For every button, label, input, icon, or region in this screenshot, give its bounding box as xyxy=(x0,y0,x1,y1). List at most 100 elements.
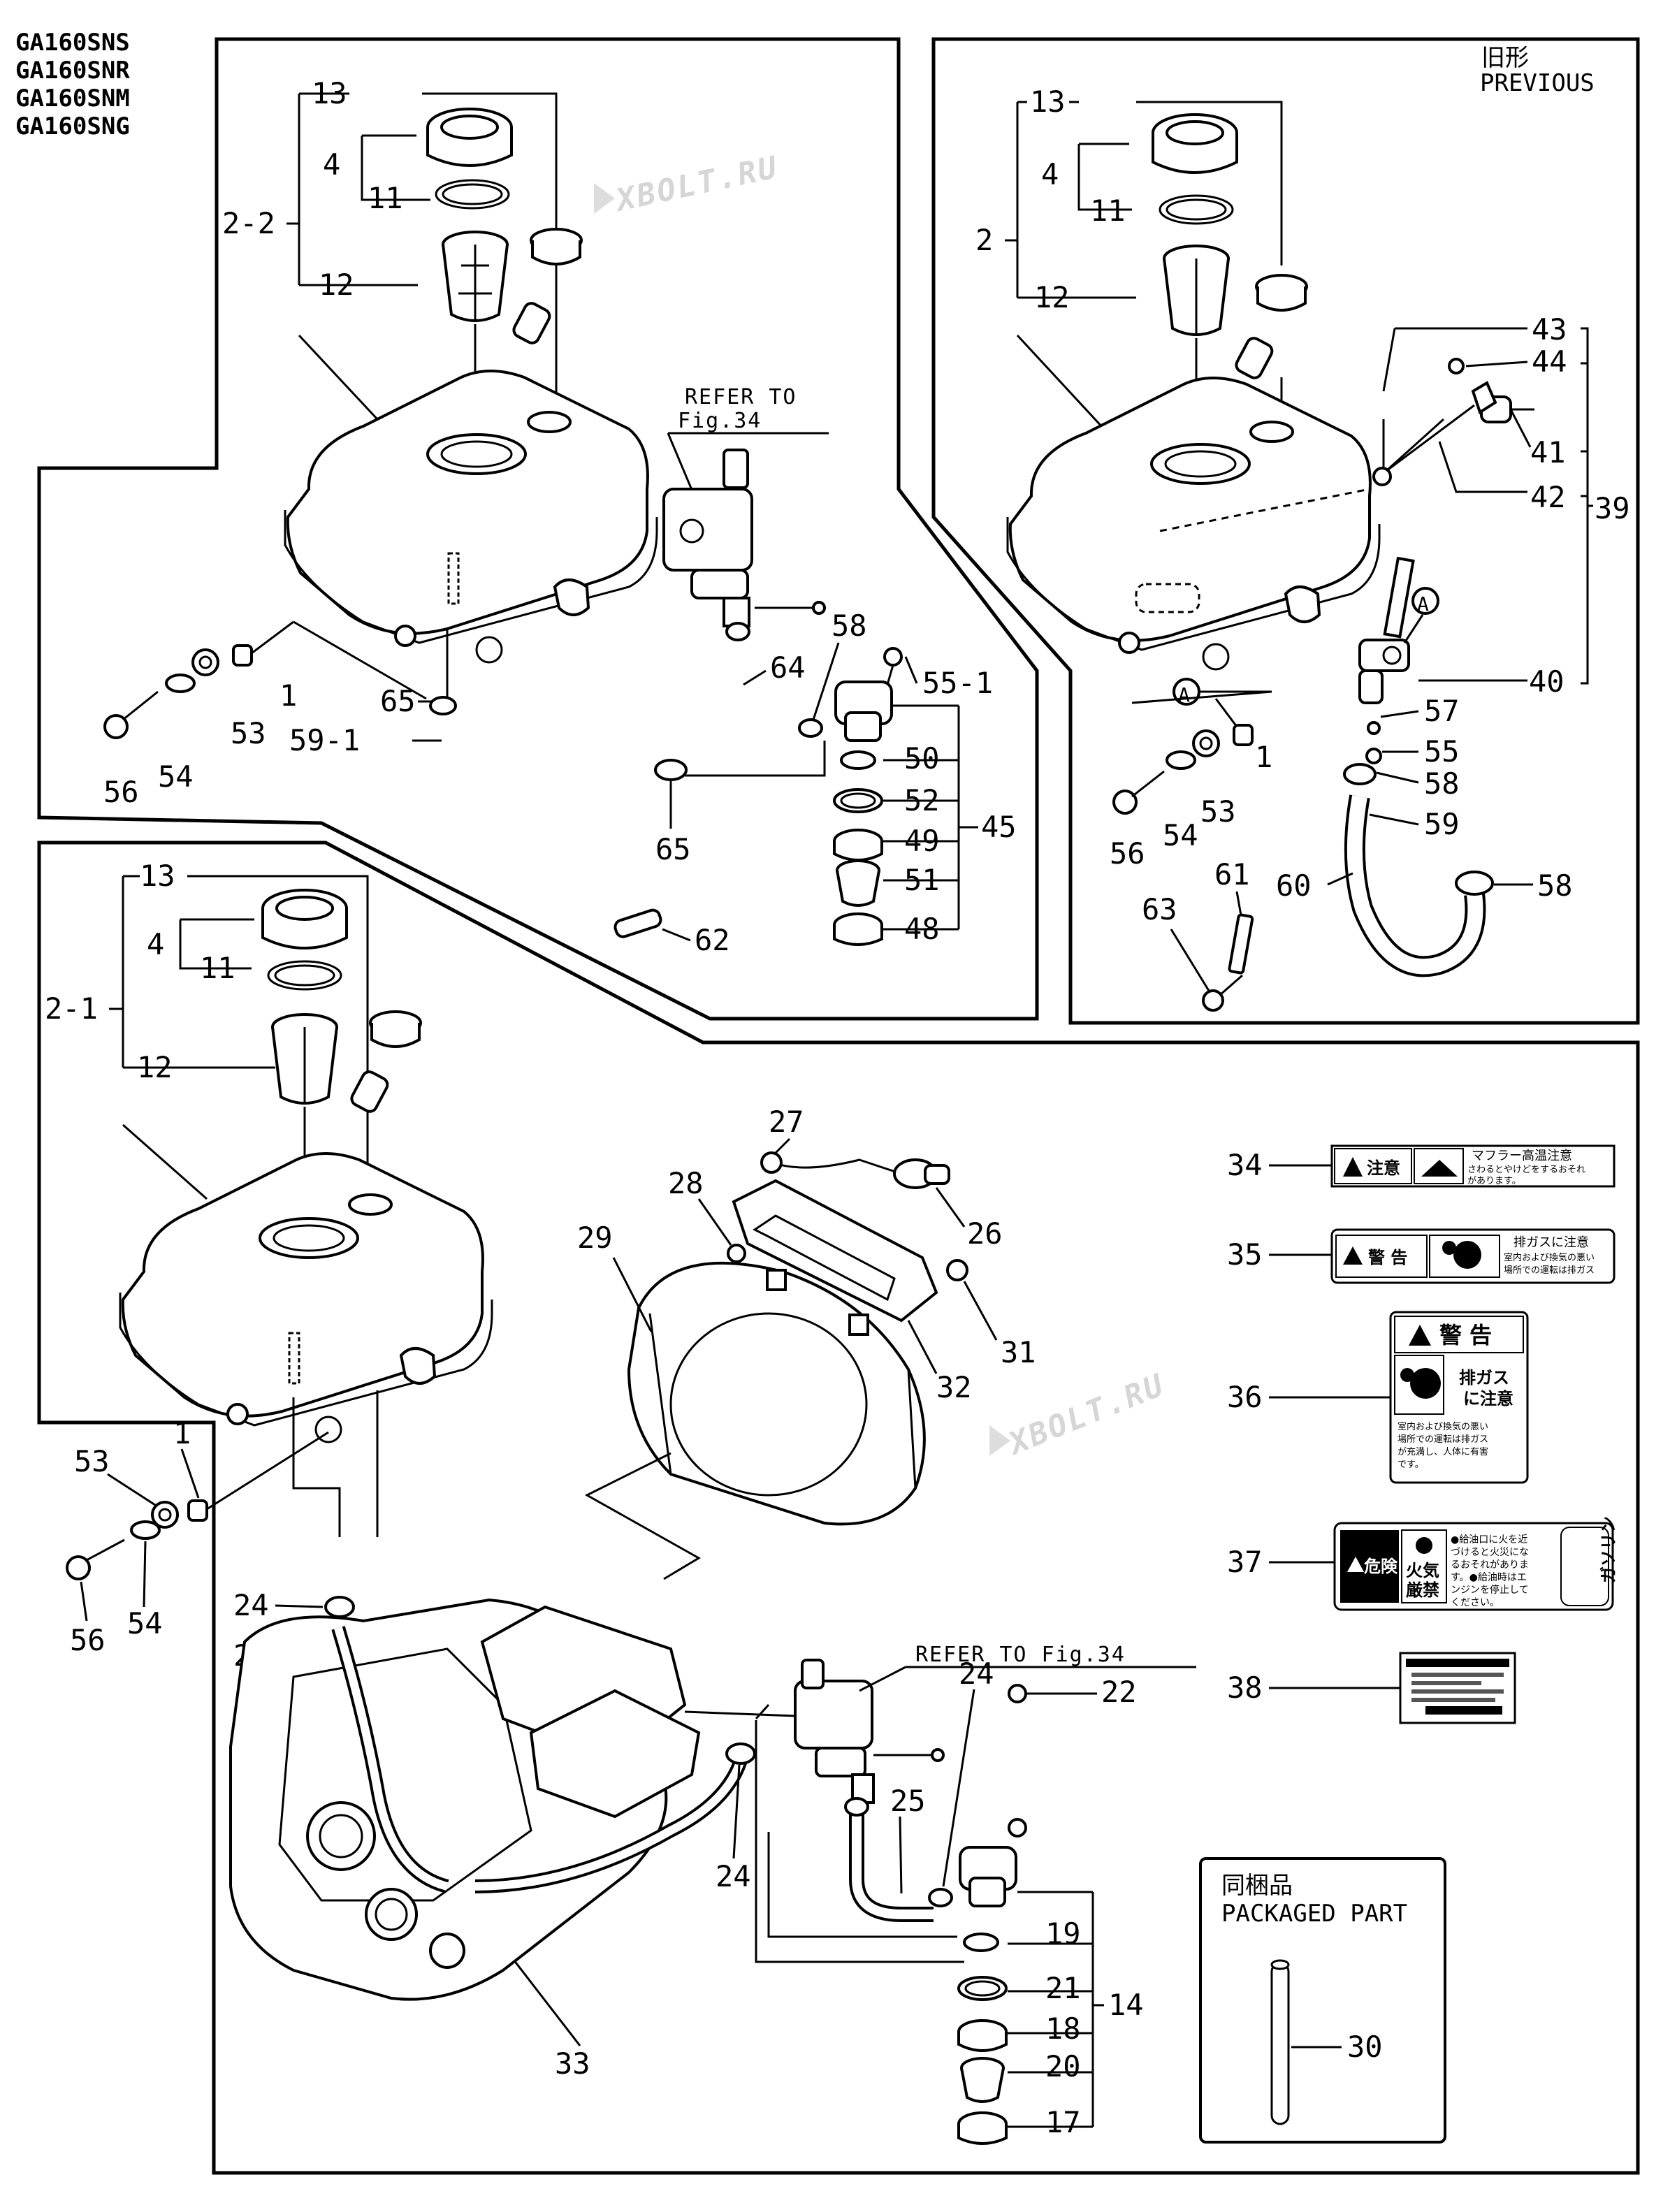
callout-34: 34 xyxy=(1227,1148,1263,1182)
svg-text:●給油口に火を近: ●給油口に火を近 xyxy=(1451,1534,1527,1545)
callout-21: 21 xyxy=(1045,1971,1081,2005)
callout-24-main-b: 24 xyxy=(716,1859,751,1893)
callout-33: 33 xyxy=(555,2046,590,2081)
svg-text:が充満し、人体に有害: が充満し、人体に有害 xyxy=(1398,1446,1488,1457)
callout-35: 35 xyxy=(1227,1237,1263,1272)
label-37: 37 危険 火気 厳禁 ●給油口に火を近 づけると火災にな るおそれがありま す… xyxy=(1227,1516,1618,1611)
callout-53-prev: 53 xyxy=(1200,794,1236,829)
svg-text:です。: です。 xyxy=(1398,1460,1424,1470)
callout-50: 50 xyxy=(904,741,940,776)
callout-12-21: 12 xyxy=(137,1050,173,1084)
callout-11: 11 xyxy=(368,181,403,215)
callout-56: 56 xyxy=(103,775,139,809)
callout-20: 20 xyxy=(1045,2049,1081,2083)
frame-tank-2-2 xyxy=(37,37,1039,1021)
callout-27: 27 xyxy=(769,1105,804,1139)
callout-59-1: 59-1 xyxy=(289,723,360,757)
callout-25: 25 xyxy=(890,1784,926,1818)
svg-text:室内および換気の悪い: 室内および換気の悪い xyxy=(1398,1421,1488,1432)
callout-1-21: 1 xyxy=(173,1416,191,1450)
refer-to-inline: REFER TO Fig.34 xyxy=(915,1643,1126,1667)
svg-text:火気: 火気 xyxy=(1406,1561,1439,1580)
callout-13-21: 13 xyxy=(140,859,175,893)
label-36-warning: 警 告 xyxy=(1439,1322,1492,1348)
callout-26: 26 xyxy=(967,1216,1003,1251)
callout-32: 32 xyxy=(936,1370,972,1404)
callout-55-prev: 55 xyxy=(1424,734,1460,769)
callout-4: 4 xyxy=(323,147,340,182)
callout-57: 57 xyxy=(1424,694,1460,728)
callout-1: 1 xyxy=(280,678,297,713)
svg-text:XBOLT.RU: XBOLT.RU xyxy=(1001,1367,1170,1463)
callout-11-prev: 11 xyxy=(1090,194,1126,228)
callout-43: 43 xyxy=(1532,312,1567,347)
svg-text:ガソリン: ガソリン xyxy=(1599,1516,1618,1583)
callout-42: 42 xyxy=(1530,480,1566,514)
callout-4-21: 4 xyxy=(147,927,164,961)
svg-text:排ガス: 排ガス xyxy=(1459,1368,1509,1388)
callout-22: 22 xyxy=(1101,1675,1137,1709)
callout-54-prev: 54 xyxy=(1163,818,1198,852)
callout-64: 64 xyxy=(770,650,806,685)
frame-previous xyxy=(931,37,1640,1025)
model-label-3: GA160SNM xyxy=(15,85,130,112)
callout-2-2: 2-2 xyxy=(222,206,275,240)
circle-a-1: A xyxy=(1417,592,1429,616)
callout-1-prev: 1 xyxy=(1255,740,1272,774)
svg-text:ンジンを停止して: ンジンを停止して xyxy=(1451,1584,1529,1596)
svg-text:があります。: があります。 xyxy=(1467,1176,1521,1186)
label-35: 35 警 告 排ガスに注意 室内および換気の悪い 場所での運転は排ガス xyxy=(1227,1228,1616,1284)
callout-2-1: 2-1 xyxy=(45,991,98,1026)
callout-58-prev-2: 58 xyxy=(1537,868,1573,903)
callout-13: 13 xyxy=(312,76,347,110)
callout-61: 61 xyxy=(1214,857,1250,892)
callout-29: 29 xyxy=(577,1221,613,1255)
callout-51: 51 xyxy=(904,863,940,897)
callout-62: 62 xyxy=(695,923,730,957)
svg-text:るおそれがありま: るおそれがありま xyxy=(1451,1559,1529,1571)
callout-36: 36 xyxy=(1227,1380,1263,1414)
svg-text:室内および換気の悪い: 室内および換気の悪い xyxy=(1504,1252,1595,1263)
callout-31: 31 xyxy=(1001,1335,1036,1369)
callout-58: 58 xyxy=(832,609,867,643)
callout-24-21: 24 xyxy=(233,1588,269,1622)
refer-to-label: REFER TO xyxy=(685,385,797,409)
callout-30: 30 xyxy=(1347,2030,1383,2064)
svg-text:す。●給油時はエ: す。●給油時はエ xyxy=(1451,1572,1527,1583)
label-34: 34 注意 マフラー高温注意 さわるとやけどをするおそれ があります。 xyxy=(1227,1144,1616,1188)
packaged-part-box: 同梱品 PACKAGED PART 30 xyxy=(1199,1857,1446,2144)
previous-jp-label: 旧形 xyxy=(1481,44,1529,72)
callout-59: 59 xyxy=(1424,807,1460,841)
callout-52: 52 xyxy=(904,783,940,817)
callout-2-prev: 2 xyxy=(975,223,993,257)
callout-17: 17 xyxy=(1045,2105,1081,2139)
packaged-en-label: PACKAGED PART xyxy=(1221,1900,1407,1928)
callout-45: 45 xyxy=(981,810,1017,844)
model-label-1: GA160SNS xyxy=(15,29,130,57)
callout-12: 12 xyxy=(319,268,354,302)
svg-text:さわるとやけどをするおそれ: さわるとやけどをするおそれ xyxy=(1467,1165,1585,1175)
svg-text:排ガスに注意: 排ガスに注意 xyxy=(1513,1235,1589,1250)
watermark-middle: XBOLT.RU xyxy=(989,1367,1170,1463)
tank-assembly-2-2 xyxy=(103,92,978,946)
callout-40: 40 xyxy=(1529,664,1565,699)
model-label-4: GA160SNG xyxy=(15,112,130,140)
tank-assembly-2-1 xyxy=(66,875,493,1618)
callout-49: 49 xyxy=(904,824,940,858)
callout-14: 14 xyxy=(1108,1988,1144,2022)
callout-65-lower: 65 xyxy=(655,832,691,866)
circle-a-2: A xyxy=(1178,683,1190,706)
callout-56-prev: 56 xyxy=(1110,836,1145,871)
label-38: 38 xyxy=(1227,1652,1516,1724)
packaged-jp-label: 同梱品 xyxy=(1221,1872,1293,1900)
refer-to-fig-label: Fig.34 xyxy=(678,409,762,433)
engine-and-shroud xyxy=(229,1151,1104,2145)
callout-65: 65 xyxy=(380,684,416,718)
callout-44: 44 xyxy=(1532,344,1567,379)
svg-text:XBOLT.RU: XBOLT.RU xyxy=(611,150,782,219)
label-35-warning: 警 告 xyxy=(1367,1248,1407,1267)
callout-54: 54 xyxy=(158,759,194,794)
callout-19: 19 xyxy=(1045,1916,1081,1951)
callout-58-prev: 58 xyxy=(1424,766,1460,801)
